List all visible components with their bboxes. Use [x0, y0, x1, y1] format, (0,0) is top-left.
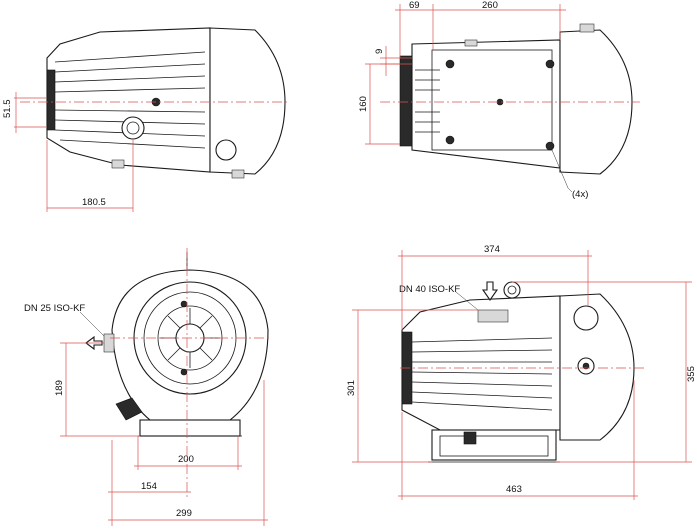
dim-299: 299: [176, 508, 192, 519]
dim-51-5: 51.5: [2, 100, 13, 119]
dim-301: 301: [346, 380, 357, 396]
dim-260: 260: [482, 0, 498, 11]
dim-69: 69: [409, 0, 420, 11]
top-right-view: 69 260 9 160 (4x): [358, 0, 640, 200]
bottom-left-view: DN 25 ISO-KF 189 200 154 299: [24, 248, 270, 526]
dim-180-5: 180.5: [82, 197, 106, 208]
label-dn25-port: DN 25 ISO-KF: [24, 303, 85, 314]
dim-160: 160: [358, 96, 369, 112]
label-4x: (4x): [572, 189, 588, 200]
dim-463: 463: [506, 484, 522, 495]
label-dn40-port: DN 40 ISO-KF: [399, 284, 460, 295]
dim-189: 189: [54, 380, 65, 396]
dim-9: 9: [374, 49, 385, 54]
bottom-right-view: DN 40 ISO-KF 374 301 355 463: [346, 244, 697, 500]
dim-154: 154: [141, 481, 157, 492]
dim-200: 200: [178, 454, 194, 465]
top-left-view: 51.5 180.5: [2, 27, 290, 212]
dim-374: 374: [484, 244, 500, 255]
dim-355: 355: [686, 366, 697, 382]
